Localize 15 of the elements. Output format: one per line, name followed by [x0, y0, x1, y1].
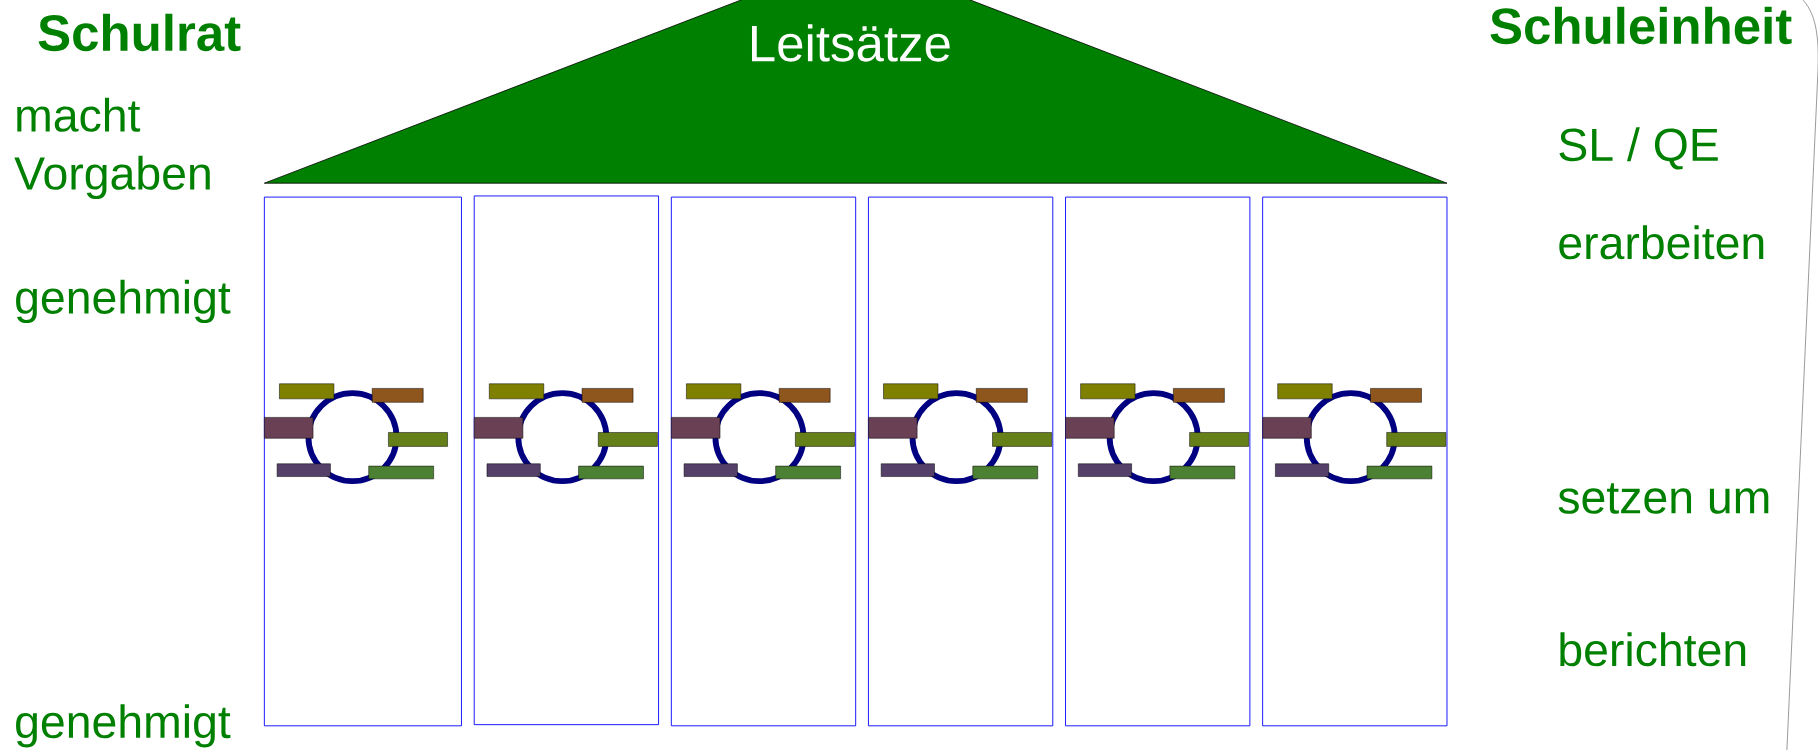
side-label: genehmigt — [16, 279, 231, 323]
roof-triangle: Leitsätze — [263, 0, 1448, 184]
side-label: macht Vorgaben — [14, 97, 210, 199]
heading: Schulrat — [38, 13, 241, 52]
side-label: erarbeiten — [1559, 225, 1764, 260]
side-label: setzen um — [1558, 483, 1769, 514]
pillar-box — [670, 196, 857, 727]
pillar-box — [1262, 196, 1448, 727]
side-label: SL / QE — [1559, 127, 1718, 170]
pillar-box — [867, 196, 1054, 727]
pillar-box — [1065, 196, 1251, 727]
pillar-box — [263, 196, 462, 727]
side-label: genehmigt — [16, 704, 231, 748]
pillar-box — [473, 195, 660, 726]
side-label: berichten — [1560, 632, 1746, 667]
